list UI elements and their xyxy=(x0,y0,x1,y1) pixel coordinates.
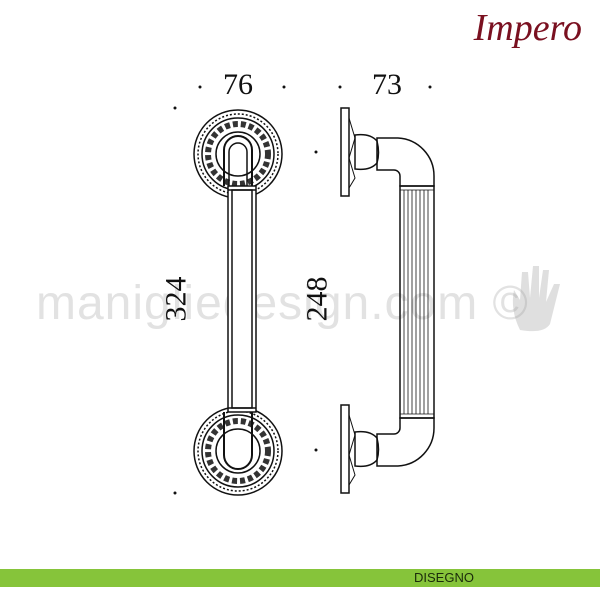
footer-bar: DISEGNO xyxy=(0,569,600,587)
dimension-dots xyxy=(173,85,432,495)
height-front-label: 324 xyxy=(159,276,193,322)
width-front-label: 76 xyxy=(223,68,253,101)
height-side-label: 248 xyxy=(300,276,334,322)
front-view xyxy=(193,109,283,496)
brand-logo: Impero xyxy=(473,7,582,49)
side-view xyxy=(340,107,435,494)
watermark: manigliedesign.com © xyxy=(36,277,529,330)
width-side-label: 73 xyxy=(372,68,402,101)
top-rosette xyxy=(193,109,283,199)
bottom-rosette xyxy=(193,406,283,496)
footer-label: DISEGNO xyxy=(414,570,474,585)
hand-icon xyxy=(512,266,560,332)
